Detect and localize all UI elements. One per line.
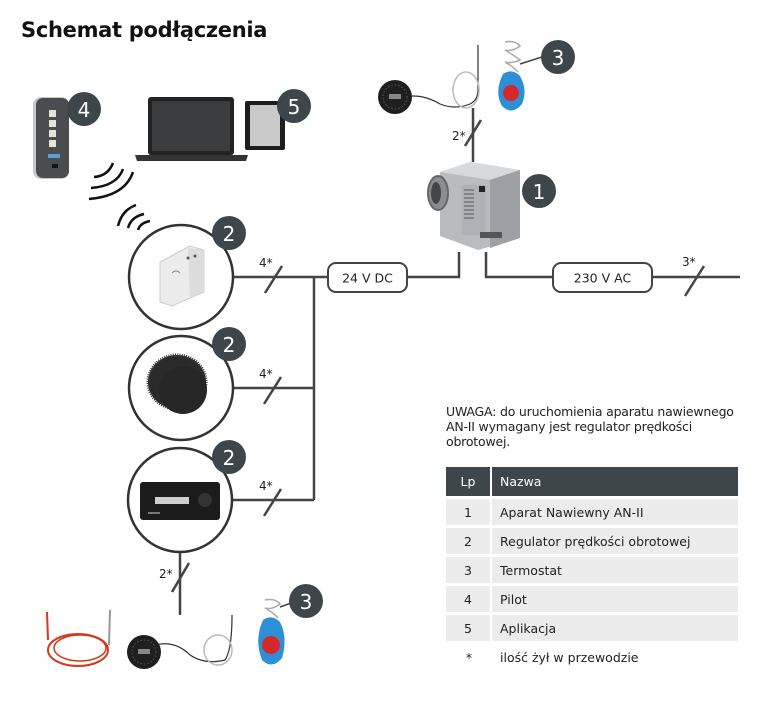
power-box-dc-label: 24 V DC: [342, 271, 393, 286]
remote-control-image: [33, 97, 69, 179]
wire-slash: [463, 119, 483, 147]
tablet-image: [245, 101, 285, 150]
wire-label: 4*: [259, 256, 273, 270]
legend-table: Lp Nazwa 1 Aparat Nawiewny AN-II 2 Regul…: [446, 464, 738, 673]
wire-fan-ac: [484, 252, 553, 279]
thermostat-top-image: [378, 40, 525, 114]
laptop-image: [135, 97, 248, 161]
wire-label: 3*: [682, 255, 696, 269]
wire-label: 2*: [452, 129, 466, 143]
badge-thermostat-top: 3: [541, 40, 575, 74]
thermostat-bottom-image: [127, 598, 285, 669]
legend-name: Aplikacja: [492, 615, 738, 641]
regulator-wifi-circle: [127, 223, 235, 331]
legend-lp: 2: [446, 528, 492, 554]
badge-thermostat-bottom: 3: [289, 584, 323, 618]
legend-footnote-symbol: *: [465, 649, 473, 665]
wire-label: 2*: [159, 567, 173, 581]
legend-row: 4 Pilot: [446, 586, 738, 612]
badge-regulator-display: 2: [212, 440, 246, 474]
power-box-ac-label: 230 V AC: [574, 271, 632, 286]
svg-text:3: 3: [300, 590, 313, 614]
legend-footnote-text: ilość żył w przewodzie: [500, 649, 639, 665]
wire-slash: [262, 488, 283, 517]
legend-lp: 3: [446, 557, 492, 583]
svg-text:2: 2: [223, 333, 236, 357]
legend-lp: 4: [446, 586, 492, 612]
fan-unit-image: [427, 162, 520, 250]
svg-text:2: 2: [223, 222, 236, 246]
wire-slash: [683, 265, 706, 297]
legend-header-lp: Lp: [446, 467, 492, 496]
power-box-dc: 24 V DC: [327, 262, 408, 293]
power-box-ac: 230 V AC: [552, 262, 653, 293]
regulator-display-circle: [126, 446, 234, 554]
legend-header-name: Nazwa: [492, 467, 738, 496]
legend-name: Pilot: [492, 586, 738, 612]
legend-row: 3 Termostat: [446, 557, 738, 583]
legend-row: 5 Aplikacja: [446, 615, 738, 641]
badge-fan: 1: [522, 174, 556, 208]
svg-text:1: 1: [533, 180, 546, 204]
badge-remote: 4: [67, 92, 101, 126]
wire-slash: [262, 376, 283, 405]
legend-name: Regulator prędkości obrotowej: [492, 528, 738, 554]
wire-label: 4*: [259, 479, 273, 493]
svg-text:4: 4: [78, 98, 91, 122]
callout-line: [519, 55, 546, 65]
svg-text:2: 2: [223, 446, 236, 470]
svg-text:5: 5: [288, 95, 301, 119]
sensor-cable-image: [46, 609, 111, 667]
legend-lp: 1: [446, 499, 492, 525]
legend-row: 1 Aparat Nawiewny AN-II: [446, 499, 738, 525]
wire-slash: [170, 562, 191, 593]
wiring: [170, 108, 740, 615]
legend-header-row: Lp Nazwa: [446, 467, 738, 496]
page-title: Schemat podłączenia: [21, 18, 268, 42]
legend-name: Termostat: [492, 557, 738, 583]
legend-lp: 5: [446, 615, 492, 641]
wireless-signal-icon: [88, 162, 151, 231]
wire-slash: [263, 265, 284, 294]
legend-row: 2 Regulator prędkości obrotowej: [446, 528, 738, 554]
wire-fan-dc: [407, 252, 461, 279]
wire-label: 4*: [259, 367, 273, 381]
svg-text:3: 3: [552, 46, 565, 70]
legend-name: Aparat Nawiewny AN-II: [492, 499, 738, 525]
warning-note: UWAGA: do uruchomienia aparatu nawiewneg…: [446, 404, 734, 449]
badge-regulator-wifi: 2: [212, 216, 246, 250]
badge-regulator-knob: 2: [212, 327, 246, 361]
regulator-knob-circle: [127, 334, 235, 442]
badge-app: 5: [277, 89, 311, 123]
legend-footnote-row: * ilość żył w przewodzie: [446, 644, 738, 670]
